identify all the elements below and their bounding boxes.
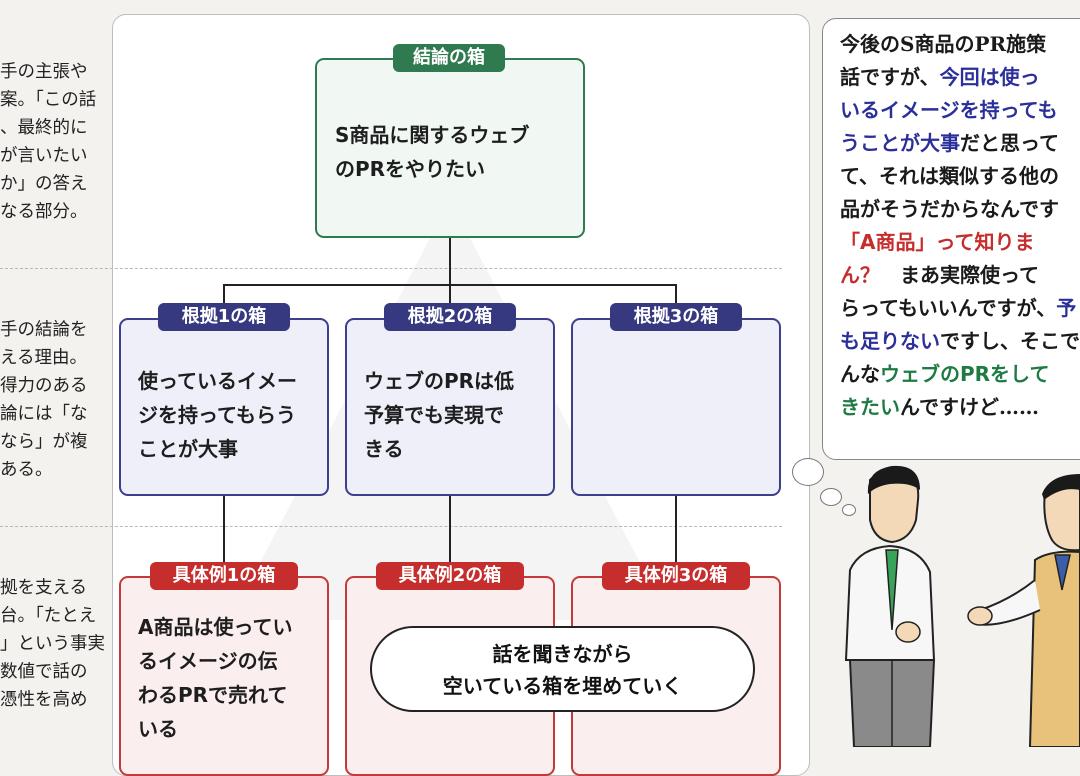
connector-line bbox=[675, 496, 677, 576]
reason-box-1 bbox=[119, 318, 329, 496]
thought-bubble-large bbox=[792, 458, 824, 486]
reason-box-3 bbox=[571, 318, 781, 496]
speech-line: て、それは類似する他の bbox=[840, 160, 1080, 193]
box-line: きる bbox=[364, 437, 404, 461]
speech-line: ん？ まあ実際使って bbox=[840, 259, 1080, 292]
divider-top bbox=[0, 268, 782, 269]
box-line: わるPRで売れて bbox=[138, 683, 288, 707]
example-tab-2: 具体例2の箱 bbox=[376, 562, 524, 590]
left-line: 手の主張や bbox=[0, 62, 88, 82]
reason-text-2: ウェブのPRは低 予算でも実現で きる bbox=[364, 364, 514, 466]
conclusion-box bbox=[315, 58, 585, 238]
business-conversation-illustration bbox=[844, 465, 1080, 747]
thought-bubble-small bbox=[842, 504, 856, 516]
left-line: 」という事実 bbox=[0, 634, 105, 654]
reason-text-1: 使っているイメー ジを持ってもらう ことが大事 bbox=[138, 364, 297, 466]
speech-line: も足りないですし、そこで bbox=[840, 325, 1080, 358]
box-line: ジを持ってもらう bbox=[138, 403, 296, 427]
fill-boxes-callout: 話を聞きながら 空いている箱を埋めていく bbox=[370, 626, 755, 712]
box-line: S商品に関するウェブ bbox=[335, 123, 530, 147]
speech-segment: まあ実際使って bbox=[880, 263, 1039, 287]
speech-segment: ウェブのPRをして bbox=[880, 362, 1050, 386]
box-line: ウェブのPRは低 bbox=[364, 369, 515, 393]
left-line: える理由。 bbox=[0, 348, 87, 368]
left-line: 案。「この話 bbox=[0, 90, 97, 110]
speech-line: 今後のS商品のPR施策 bbox=[840, 28, 1080, 61]
reason-tab-1: 根拠1の箱 bbox=[158, 303, 290, 331]
example-box-1 bbox=[119, 576, 329, 776]
left-line: ある。 bbox=[0, 460, 53, 480]
speech-line: いるイメージを持っても bbox=[840, 94, 1080, 127]
callout-line: 空いている箱を埋めていく bbox=[442, 674, 683, 698]
thought-bubble-medium bbox=[820, 488, 842, 506]
left-line: 数値で話の bbox=[0, 662, 88, 682]
speech-line: 「A商品」って知りま bbox=[840, 226, 1080, 259]
speech-bubble bbox=[822, 18, 1080, 460]
example-tab-3: 具体例3の箱 bbox=[602, 562, 750, 590]
speech-line: うことが大事だと思って bbox=[840, 127, 1080, 160]
left-line: が言いたい bbox=[0, 146, 88, 166]
speech-segment: いるイメージを持っても bbox=[840, 98, 1058, 122]
speech-segment: ですし、そこで bbox=[940, 329, 1080, 353]
left-text-reason: 手の結論を える理由。 得力のある 論には「な なら」が複 ある。 bbox=[0, 316, 112, 484]
example-tab-1: 具体例1の箱 bbox=[150, 562, 298, 590]
speech-line: 話ですが、今回は使っ bbox=[840, 61, 1080, 94]
box-line: るイメージの伝 bbox=[138, 649, 278, 673]
conclusion-text: S商品に関するウェブ のPRをやりたい bbox=[335, 118, 529, 186]
speech-segment: らってもいいんですが、 bbox=[840, 296, 1057, 320]
left-line: 手の結論を bbox=[0, 320, 88, 340]
speech-segment: も足りない bbox=[840, 329, 940, 353]
box-line: A商品は使ってい bbox=[138, 615, 293, 639]
left-line: か」の答え bbox=[0, 174, 88, 194]
man-left bbox=[844, 465, 936, 747]
left-text-example: 拠を支える 台。「たとえ 」という事実 数値で話の 憑性を高め bbox=[0, 574, 112, 714]
connector-line bbox=[449, 496, 451, 576]
speech-line: らってもいいんですが、予 bbox=[840, 292, 1080, 325]
speech-segment: 予 bbox=[1056, 296, 1077, 320]
left-text-conclusion: 手の主張や 案。「この話 、最終的に が言いたい か」の答え なる部分。 bbox=[0, 58, 112, 226]
example-text-1: A商品は使ってい るイメージの伝 わるPRで売れて いる bbox=[138, 610, 292, 746]
speech-segment: て、それは類似する他の bbox=[840, 164, 1059, 188]
left-line: 、最終的に bbox=[0, 118, 88, 138]
left-line: 憑性を高め bbox=[0, 690, 88, 710]
speech-segment: うことが大事 bbox=[840, 131, 960, 155]
speech-segment: ん？ bbox=[840, 263, 880, 287]
box-line: いる bbox=[138, 717, 178, 741]
speech-segment: 「A商品」って知りま bbox=[840, 230, 1035, 254]
divider-bottom bbox=[0, 526, 782, 527]
speech-segment: 今回は使っ bbox=[939, 65, 1040, 89]
speech-segment: んですけど…… bbox=[900, 395, 1039, 419]
speech-segment: 今後のS商品のPR施策 bbox=[840, 32, 1047, 56]
reason-tab-3: 根拠3の箱 bbox=[610, 303, 742, 331]
conclusion-tab: 結論の箱 bbox=[393, 44, 505, 72]
connector-line bbox=[675, 284, 677, 318]
speech-text: 今後のS商品のPR施策話ですが、今回は使っいるイメージを持ってもうことが大事だと… bbox=[840, 28, 1080, 424]
left-line: 台。「たとえ bbox=[0, 606, 97, 626]
connector-line bbox=[223, 496, 225, 576]
speech-segment: 話ですが、 bbox=[840, 65, 940, 89]
box-line: のPRをやりたい bbox=[335, 157, 486, 181]
speech-segment: だと思って bbox=[960, 131, 1059, 155]
callout-line: 話を聞きながら bbox=[492, 642, 633, 666]
box-line: 予算でも実現で bbox=[364, 403, 504, 427]
speech-line: きたいんですけど…… bbox=[840, 391, 1080, 424]
speech-line: んなウェブのPRをして bbox=[840, 358, 1080, 391]
left-line: 拠を支える bbox=[0, 578, 87, 598]
left-line: なる部分。 bbox=[0, 202, 88, 222]
connector-line bbox=[223, 284, 225, 318]
man-right bbox=[967, 474, 1080, 747]
connector-line bbox=[449, 236, 451, 286]
box-line: ことが大事 bbox=[138, 437, 238, 461]
speech-segment: んな bbox=[840, 362, 880, 386]
box-line: 使っているイメー bbox=[138, 369, 297, 393]
reason-tab-2: 根拠2の箱 bbox=[384, 303, 516, 331]
speech-segment: 品がそうだからなんです bbox=[840, 197, 1059, 221]
connector-line bbox=[449, 284, 451, 318]
speech-segment: きたい bbox=[840, 395, 900, 419]
left-line: 得力のある bbox=[0, 376, 88, 396]
left-line: 論には「な bbox=[0, 404, 88, 424]
left-line: なら」が複 bbox=[0, 432, 88, 452]
speech-line: 品がそうだからなんです bbox=[840, 193, 1080, 226]
